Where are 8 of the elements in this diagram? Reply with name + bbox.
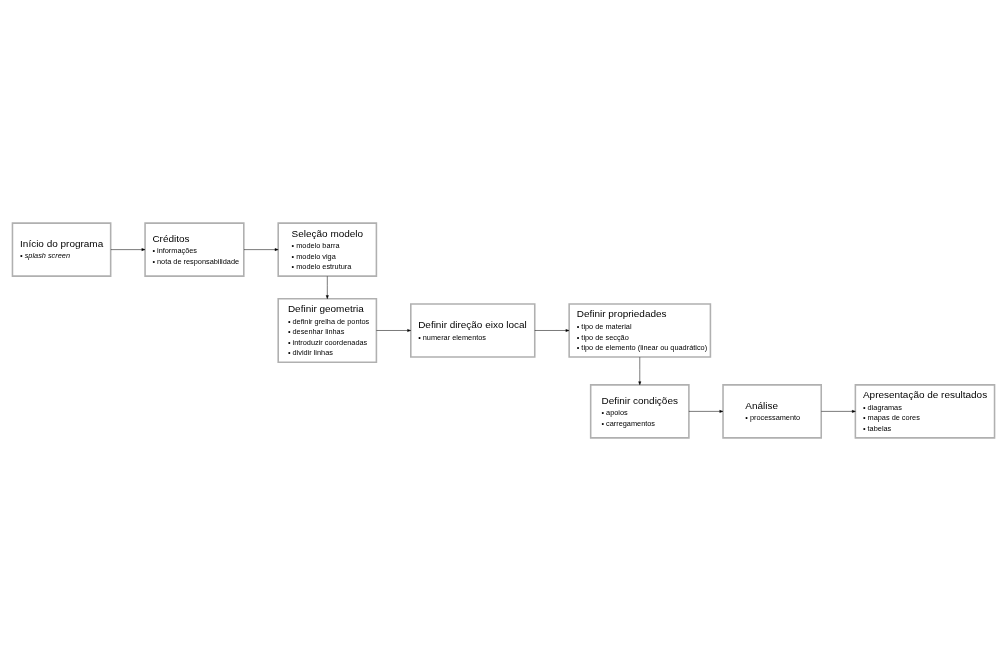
arrow	[243, 248, 278, 251]
arrow	[110, 248, 145, 251]
arrow	[375, 329, 411, 332]
arrow	[534, 329, 569, 332]
arrow	[688, 410, 723, 413]
arrow	[637, 356, 641, 386]
arrow	[325, 276, 329, 299]
arrow	[820, 410, 856, 413]
